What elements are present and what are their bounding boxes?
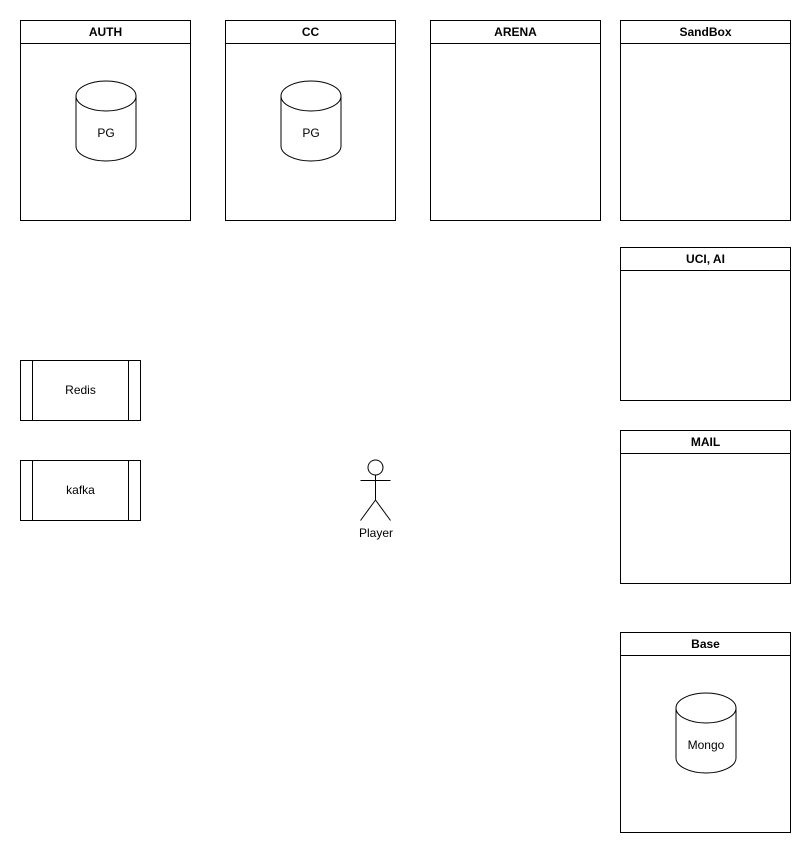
cc-container[interactable]: CC PG [225, 20, 396, 221]
base-container-title: Base [621, 633, 790, 656]
stick-figure-icon [360, 459, 391, 521]
base-database-label: Mongo [687, 738, 725, 752]
auth-database-label: PG [97, 126, 115, 140]
cc-pg-database-icon[interactable]: PG [280, 80, 342, 162]
player-label: Player [358, 526, 393, 540]
auth-container[interactable]: AUTH PG [20, 20, 191, 221]
redis-process-box[interactable]: Redis [20, 360, 141, 421]
sandbox-container[interactable]: SandBox [620, 20, 791, 221]
base-mongo-database-icon[interactable]: Mongo [675, 692, 737, 774]
mail-container-title: MAIL [621, 431, 790, 454]
arena-container[interactable]: ARENA [430, 20, 601, 221]
cc-container-title: CC [226, 21, 395, 44]
kafka-label: kafka [66, 483, 95, 497]
arena-container-title: ARENA [431, 21, 600, 44]
cc-database-label: PG [302, 126, 320, 140]
mail-container[interactable]: MAIL [620, 430, 791, 584]
auth-container-title: AUTH [21, 21, 190, 44]
base-container[interactable]: Base Mongo [620, 632, 791, 833]
kafka-process-box[interactable]: kafka [20, 460, 141, 521]
redis-label: Redis [65, 383, 96, 397]
sandbox-container-title: SandBox [621, 21, 790, 44]
player-actor[interactable]: Player [355, 459, 397, 549]
auth-pg-database-icon[interactable]: PG [75, 80, 137, 162]
uci-ai-container[interactable]: UCI, AI [620, 247, 791, 401]
uci-ai-container-title: UCI, AI [621, 248, 790, 271]
